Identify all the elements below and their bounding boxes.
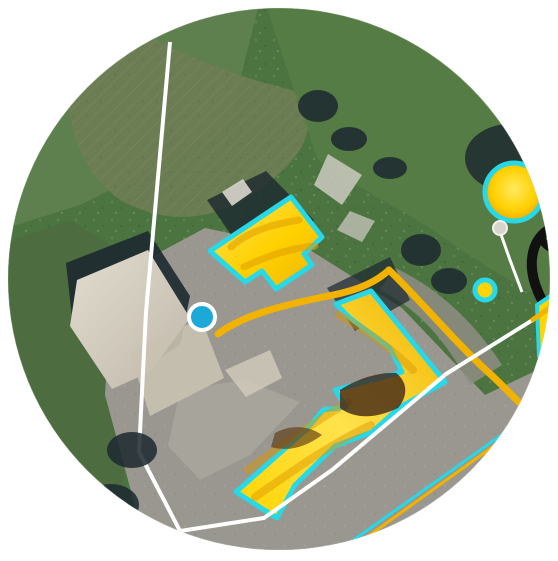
cyan-parcel-edge-south — [337, 432, 504, 550]
east-solar-roof-edge[interactable] — [534, 287, 558, 370]
small-gray-building — [314, 154, 362, 205]
roof-hot-spot — [340, 372, 406, 417]
location-marker-icon[interactable] — [187, 302, 217, 332]
courtyard-roof — [225, 350, 282, 397]
north-solar-shade — [227, 216, 319, 271]
east-orange-edge — [529, 299, 550, 324]
parking-lot — [168, 380, 300, 480]
round-solar-target-large[interactable] — [482, 160, 546, 224]
west-building-wing — [130, 318, 224, 416]
round-solar-target-small[interactable] — [472, 277, 498, 303]
north-small-roof — [222, 179, 252, 206]
paved-campus-area — [105, 228, 550, 550]
main-solar-roof[interactable] — [233, 288, 448, 521]
white-boundary-south — [179, 304, 550, 533]
tilled-field — [68, 20, 309, 217]
orange-route-upper — [214, 266, 393, 338]
white-boundary-west — [136, 41, 182, 532]
black-curve-marker — [526, 225, 550, 323]
small-gray-annex — [337, 211, 375, 242]
map-circle-border — [7, 7, 551, 551]
roof-dark-spot — [271, 427, 322, 449]
small-roof-circle — [492, 220, 508, 236]
orange-parcel-edge-south — [355, 428, 517, 547]
white-boundary-east-spur — [496, 225, 524, 293]
